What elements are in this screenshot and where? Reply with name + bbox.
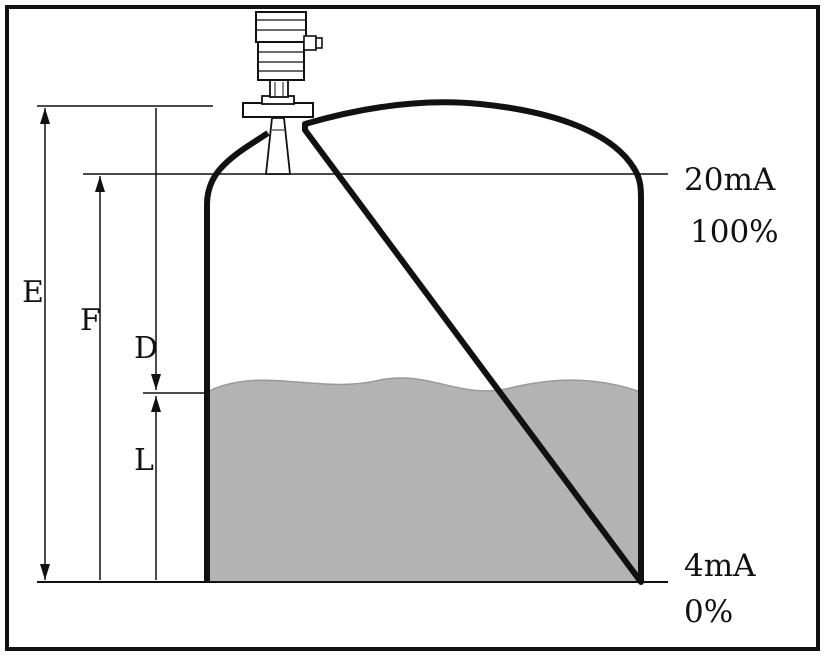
diagram-frame [5,5,820,651]
label-d: D [134,331,158,366]
radar-level-transmitter-icon [242,11,323,175]
dimension-e [40,108,50,580]
dimension-d [151,108,161,390]
label-bottom-current: 4mA [684,548,756,584]
label-top-current: 20mA [684,162,776,198]
dimension-l [151,396,161,580]
label-l: L [134,443,154,478]
label-e: E [22,275,44,310]
liquid-fill [206,377,642,583]
label-bottom-percent: 0% [684,594,733,630]
label-top-percent: 100% [690,214,779,250]
dimension-f [95,176,105,580]
label-f: F [80,303,101,338]
